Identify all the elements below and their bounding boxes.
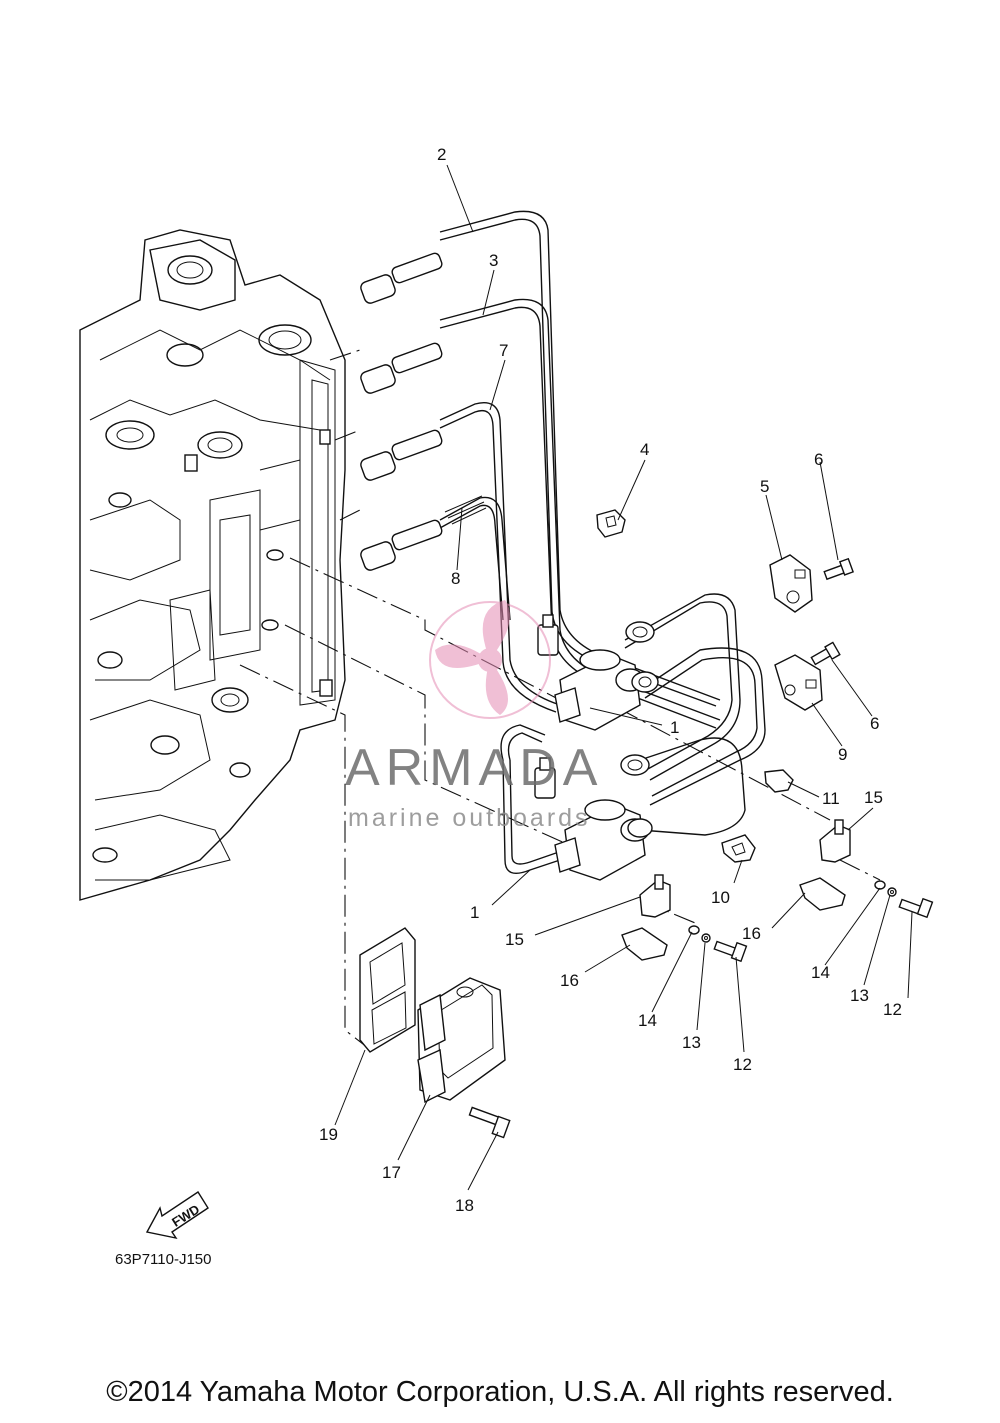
ignition-coil-upper <box>537 614 659 731</box>
callout-8: 8 <box>451 569 460 588</box>
bracket-15-right <box>819 819 851 863</box>
screw-6-lower <box>810 641 841 666</box>
callout-15-right: 15 <box>864 788 883 807</box>
callout-16-left: 16 <box>560 971 579 990</box>
washers-right <box>874 880 897 897</box>
callout-1-lower: 1 <box>470 903 479 922</box>
holder-16-left <box>621 927 668 961</box>
callout-18: 18 <box>455 1196 474 1215</box>
plug-cap-7 <box>360 429 443 481</box>
screw-6-upper <box>823 557 854 581</box>
plug-cap-2 <box>360 252 443 304</box>
callout-3: 3 <box>489 251 498 270</box>
leader-lines <box>334 164 913 1191</box>
callout-12-right: 12 <box>883 1000 902 1019</box>
diagram-code: 63P7110-J150 <box>115 1251 211 1268</box>
watermark-brand: ARMADA <box>345 739 603 797</box>
callout-13-right: 13 <box>850 986 869 1005</box>
clip-11 <box>764 769 794 793</box>
bolt-12-right <box>898 897 934 919</box>
bracket-15-left <box>639 874 671 918</box>
callout-12-left: 12 <box>733 1055 752 1074</box>
plug-cap-3 <box>360 342 443 394</box>
callout-7: 7 <box>499 341 508 360</box>
watermark-tagline: marine outboards <box>348 804 591 832</box>
callout-16-right: 16 <box>742 924 761 943</box>
ignition-coil-lower <box>534 754 653 881</box>
bracket-5 <box>769 554 813 613</box>
clip-10 <box>721 834 756 863</box>
callout-labels: 2 3 7 8 4 5 6 6 9 1 11 15 10 1 15 16 16 … <box>319 145 902 1215</box>
propeller-logo-icon <box>429 600 551 719</box>
callout-15-left: 15 <box>505 930 524 949</box>
callout-9: 9 <box>838 745 847 764</box>
callout-2: 2 <box>437 145 446 164</box>
gasket-19 <box>359 927 416 1053</box>
callout-5: 5 <box>760 477 769 496</box>
copyright-notice: ©2014 Yamaha Motor Corporation, U.S.A. A… <box>106 1376 894 1408</box>
cdi-unit-17 <box>417 977 506 1104</box>
callout-6-upper: 6 <box>814 450 823 469</box>
bolt-12-left <box>713 940 748 963</box>
callout-10: 10 <box>711 888 730 907</box>
bracket-9 <box>774 654 823 711</box>
fwd-arrow-icon: FWD <box>145 1191 209 1240</box>
callout-1-upper: 1 <box>670 718 679 737</box>
callout-14-left: 14 <box>638 1011 657 1030</box>
clip-4 <box>596 509 626 538</box>
washers-left <box>688 925 711 943</box>
callout-17: 17 <box>382 1163 401 1182</box>
spark-plug-leads <box>360 210 766 874</box>
callout-13-left: 13 <box>682 1033 701 1052</box>
cylinder-block <box>79 229 346 901</box>
callout-11: 11 <box>822 789 840 808</box>
callout-19: 19 <box>319 1125 338 1144</box>
callout-6-lower: 6 <box>870 714 879 733</box>
watermark: ARMADA marine outboards <box>345 600 603 832</box>
callout-14-right: 14 <box>811 963 830 982</box>
plug-cap-8 <box>360 495 487 571</box>
holder-16-right <box>799 877 846 911</box>
bolt-18 <box>468 1106 511 1139</box>
callout-4: 4 <box>640 440 649 459</box>
